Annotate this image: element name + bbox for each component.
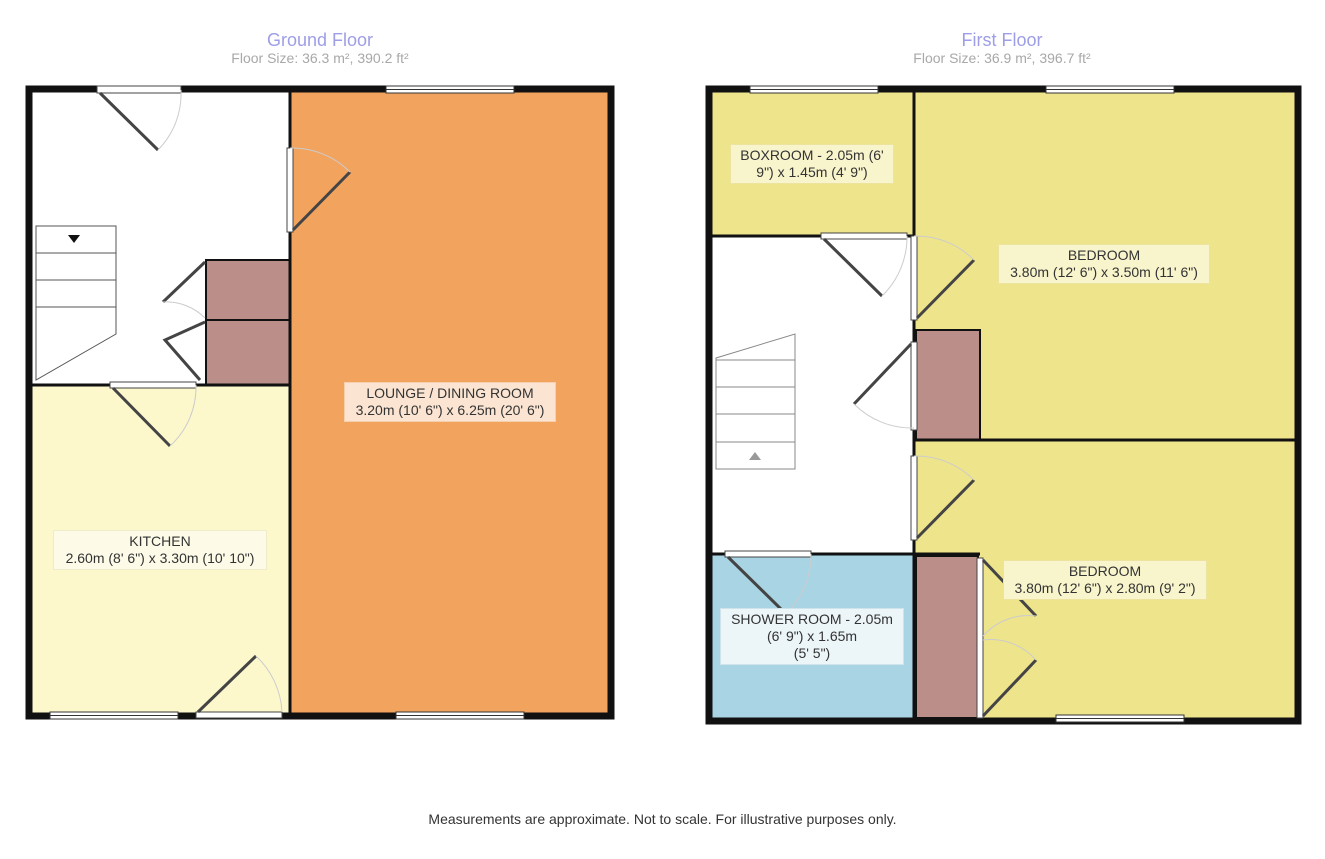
window bbox=[395, 711, 525, 720]
room-dimensions: (6' 9") x 1.65m bbox=[766, 628, 858, 644]
door bbox=[286, 147, 352, 233]
door bbox=[109, 381, 197, 448]
room-name: BOXROOM - 2.05m (6' bbox=[740, 147, 884, 163]
room-label-lounge: LOUNGE / DINING ROOM 3.20m (10' 6") x 6.… bbox=[344, 382, 556, 422]
floor-title: First Floor bbox=[961, 30, 1043, 50]
room-label-boxroom: BOXROOM - 2.05m (6' 9") x 1.45m (4' 9") bbox=[730, 144, 894, 184]
window bbox=[385, 85, 515, 94]
staircase bbox=[35, 225, 117, 381]
floor-size: Floor Size: 36.9 m², 396.7 ft² bbox=[913, 50, 1091, 66]
door bbox=[724, 550, 812, 616]
window bbox=[1045, 85, 1175, 94]
window bbox=[1055, 714, 1185, 723]
room-dimensions: 9") x 1.45m (4' 9") bbox=[756, 164, 868, 180]
first-floor-heading: First Floor Floor Size: 36.9 m², 396.7 f… bbox=[802, 30, 1202, 66]
door bbox=[161, 260, 207, 381]
room-label-shower: SHOWER ROOM - 2.05m (6' 9") x 1.65m (5' … bbox=[720, 608, 904, 665]
room-dimensions: 2.60m (8' 6") x 3.30m (10' 10") bbox=[65, 550, 255, 566]
room-name: BEDROOM bbox=[1068, 563, 1142, 579]
room-label-kitchen: KITCHEN 2.60m (8' 6") x 3.30m (10' 10") bbox=[53, 530, 267, 570]
outer-wall bbox=[705, 85, 1302, 725]
storage-cupboard bbox=[205, 319, 291, 386]
room-dimensions: 3.80m (12' 6") x 3.50m (11' 6") bbox=[1010, 264, 1198, 280]
window bbox=[49, 711, 179, 720]
disclaimer: Measurements are approximate. Not to sca… bbox=[428, 811, 897, 827]
room-name: BEDROOM bbox=[1067, 247, 1141, 263]
storage-cupboard bbox=[915, 555, 979, 719]
room-dimensions-cont: (5' 5") bbox=[793, 645, 831, 661]
room-name: KITCHEN bbox=[129, 533, 191, 549]
window bbox=[749, 85, 879, 94]
floor-size: Floor Size: 36.3 m², 390.2 ft² bbox=[231, 50, 409, 66]
door bbox=[195, 654, 283, 719]
ground-floor-heading: Ground Floor Floor Size: 36.3 m², 390.2 … bbox=[120, 30, 520, 66]
room-label-bedroom-1: BEDROOM 3.80m (12' 6") x 3.50m (11' 6") bbox=[998, 244, 1210, 284]
room-dimensions: 3.80m (12' 6") x 2.80m (9' 2") bbox=[1014, 580, 1196, 596]
room-name: SHOWER ROOM - 2.05m bbox=[731, 611, 893, 627]
door bbox=[910, 235, 976, 321]
door bbox=[96, 85, 182, 152]
storage-cupboard bbox=[205, 259, 291, 321]
room-name: LOUNGE / DINING ROOM bbox=[366, 385, 534, 401]
door bbox=[852, 341, 918, 431]
staircase bbox=[715, 333, 796, 470]
door bbox=[820, 232, 908, 298]
outer-wall bbox=[25, 85, 615, 720]
floor-title: Ground Floor bbox=[266, 30, 374, 50]
room-label-bedroom-2: BEDROOM 3.80m (12' 6") x 2.80m (9' 2") bbox=[1003, 560, 1207, 600]
storage-cupboard bbox=[915, 329, 981, 441]
room-dimensions: 3.20m (10' 6") x 6.25m (20' 6") bbox=[355, 402, 545, 418]
door bbox=[910, 455, 976, 541]
